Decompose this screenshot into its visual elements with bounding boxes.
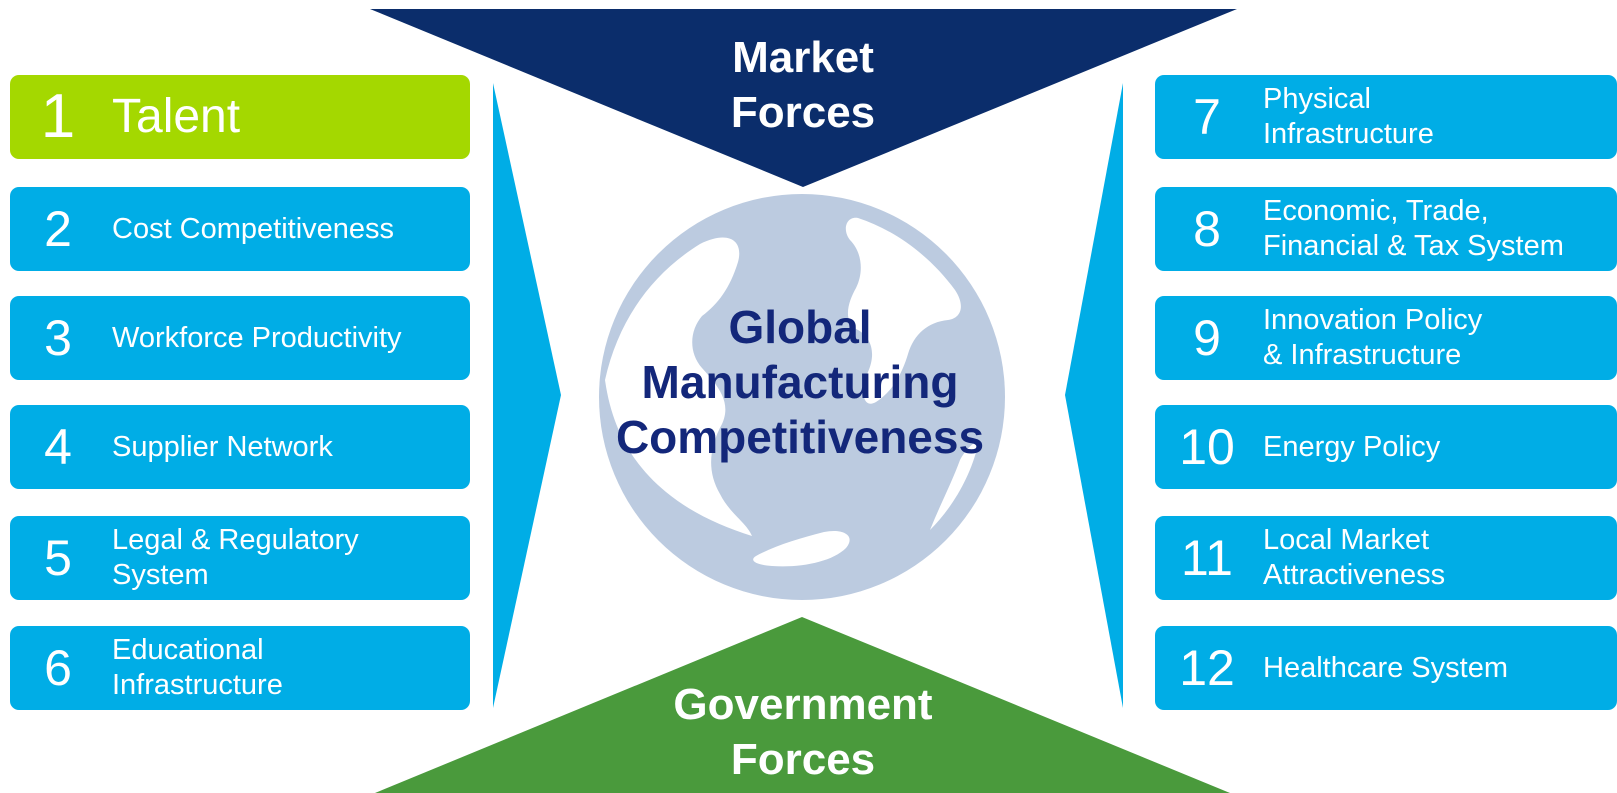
factor-number: 9 xyxy=(1193,310,1221,366)
factor-label-line1: Innovation Policy xyxy=(1263,304,1483,337)
factor-number: 4 xyxy=(44,419,72,475)
factor-label: Energy Policy xyxy=(1263,430,1440,465)
factor-label-line1: Legal & Regulatory xyxy=(112,524,359,557)
market-forces-title: Market Forces xyxy=(643,30,963,140)
factor-label-line2: Infrastructure xyxy=(112,669,283,701)
center-title-line3: Competitiveness xyxy=(615,411,985,463)
factor-label-line1: Supplier Network xyxy=(112,430,333,463)
government-forces-title-line1: Government xyxy=(673,680,933,729)
factor-box-supplier-network: 4 Supplier Network xyxy=(10,405,470,489)
factor-box-cost-competitiveness: 2 Cost Competitiveness xyxy=(10,187,470,271)
factor-box-energy-policy: 10 Energy Policy xyxy=(1155,405,1617,489)
left-arrow-indicator xyxy=(493,83,561,708)
factor-label: Educational Infrastructure xyxy=(112,633,283,703)
factor-box-physical-infrastructure: 7 Physical Infrastructure xyxy=(1155,75,1617,159)
factor-number: 12 xyxy=(1179,640,1235,696)
factor-label-line1: Educational xyxy=(112,634,264,667)
factor-number: 6 xyxy=(44,640,72,696)
factor-label-line2: System xyxy=(112,559,209,591)
right-arrow-indicator xyxy=(1065,83,1123,708)
government-forces-triangle xyxy=(375,617,1230,793)
factor-box-economic-trade: 8 Economic, Trade, Financial & Tax Syste… xyxy=(1155,187,1617,271)
factor-number: 7 xyxy=(1193,89,1221,145)
factor-box-local-market: 11 Local Market Attractiveness xyxy=(1155,516,1617,600)
market-forces-title-line2: Forces xyxy=(730,88,876,137)
factor-label: Innovation Policy & Infrastructure xyxy=(1263,303,1482,373)
factor-label-line1: Local Market xyxy=(1263,524,1430,557)
market-forces-triangle xyxy=(370,9,1237,187)
factor-box-legal-regulatory: 5 Legal & Regulatory System xyxy=(10,516,470,600)
factor-label-line1: Talent xyxy=(112,90,241,144)
market-forces-title-line1: Market xyxy=(732,33,874,82)
factor-number: 3 xyxy=(44,310,72,366)
factor-label-line2: & Infrastructure xyxy=(1263,339,1462,371)
factor-box-talent: 1 Talent xyxy=(10,75,470,159)
factor-label-line1: Workforce Productivity xyxy=(112,321,402,354)
factor-label-line1: Healthcare System xyxy=(1263,651,1508,684)
factor-label-line1: Cost Competitiveness xyxy=(112,212,395,245)
factor-number: 5 xyxy=(44,530,72,586)
factor-number: 11 xyxy=(1181,530,1233,586)
center-title-line2: Manufacturing xyxy=(641,356,959,408)
factor-label: Workforce Productivity xyxy=(112,321,402,356)
factor-label: Talent xyxy=(112,88,240,146)
factor-label-line2: Financial & Tax System xyxy=(1263,230,1564,262)
factor-label: Cost Competitiveness xyxy=(112,212,394,247)
factor-box-educational-infrastructure: 6 Educational Infrastructure xyxy=(10,626,470,710)
factor-label: Healthcare System xyxy=(1263,651,1508,686)
factor-label-line1: Energy Policy xyxy=(1263,430,1441,463)
government-forces-title-line2: Forces xyxy=(730,735,876,784)
factor-label-line2: Infrastructure xyxy=(1263,118,1434,150)
factor-label-line1: Physical xyxy=(1263,83,1371,116)
factor-label: Local Market Attractiveness xyxy=(1263,523,1445,593)
factor-number: 1 xyxy=(40,82,76,151)
factor-box-innovation-policy: 9 Innovation Policy & Infrastructure xyxy=(1155,296,1617,380)
factor-number: 2 xyxy=(44,201,72,257)
government-forces-title: Government Forces xyxy=(643,677,963,787)
center-title: Global Manufacturing Competitiveness xyxy=(560,300,1040,465)
center-title-line1: Global xyxy=(728,301,872,353)
factor-label: Supplier Network xyxy=(112,430,333,465)
factor-box-healthcare-system: 12 Healthcare System xyxy=(1155,626,1617,710)
factor-label: Legal & Regulatory System xyxy=(112,523,359,593)
factor-label: Physical Infrastructure xyxy=(1263,82,1434,152)
factor-box-workforce-productivity: 3 Workforce Productivity xyxy=(10,296,470,380)
factor-label-line2: Attractiveness xyxy=(1263,559,1446,591)
globe-icon xyxy=(599,194,1005,600)
factor-label-line1: Economic, Trade, xyxy=(1263,195,1489,228)
factor-number: 10 xyxy=(1179,419,1235,475)
factor-number: 8 xyxy=(1193,201,1221,257)
factor-label: Economic, Trade, Financial & Tax System xyxy=(1263,194,1564,264)
